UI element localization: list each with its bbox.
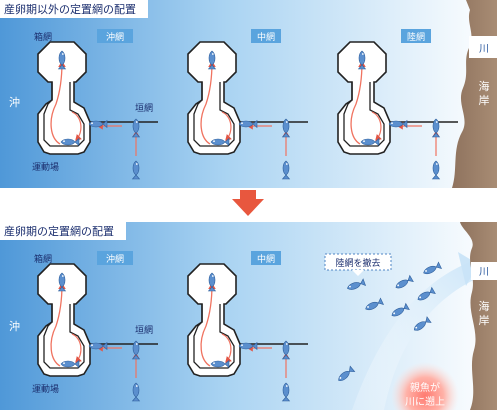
set-net-top-2 xyxy=(187,41,308,180)
bottom-net-1: 沖網 xyxy=(97,251,133,265)
top-title-box xyxy=(0,0,148,18)
bottom-net-label-1: 沖網 xyxy=(106,253,124,265)
set-net-top-1 xyxy=(37,41,158,180)
top-net-label-3: 陸網 xyxy=(407,31,425,43)
net-inner-wall xyxy=(43,304,85,369)
bottom-box-label: 箱網 xyxy=(34,253,52,265)
bottom-title: 産卵期の定置網の配置 xyxy=(4,224,114,238)
fish-route xyxy=(50,60,66,145)
fish-route xyxy=(371,111,382,141)
top-net-3: 陸網 xyxy=(401,29,431,43)
fish-route xyxy=(200,60,216,145)
bottom-sport-label: 運動場 xyxy=(32,383,59,395)
bottom-title-box xyxy=(0,222,126,240)
fish-route xyxy=(200,282,216,367)
removed-net-text: 陸網を撤去 xyxy=(335,257,380,269)
top-offshore-label: 沖 xyxy=(9,96,20,109)
top-box-label: 箱網 xyxy=(34,31,52,43)
fish-route xyxy=(71,333,82,363)
top-panel: 川 海 岸 産卵期以外の定置網の配置 沖 箱網 垣網 運動場 沖網 中網 陸網 xyxy=(0,0,497,188)
set-net-bottom-2 xyxy=(187,263,308,402)
top-wall-label: 垣網 xyxy=(135,102,153,114)
bottom-shore-label-1: 海 xyxy=(479,299,490,313)
net-inner-wall xyxy=(343,82,385,147)
bottom-wall-label: 垣網 xyxy=(135,324,153,336)
bottom-offshore-label: 沖 xyxy=(9,320,20,333)
fish-route xyxy=(221,333,232,363)
top-river-label: 川 xyxy=(479,44,489,55)
bottom-shore-label-2: 岸 xyxy=(479,314,490,327)
fish-route xyxy=(71,111,82,141)
removed-net-label: 陸網を撤去 xyxy=(324,253,392,276)
current-arrow-head xyxy=(458,252,478,286)
top-net-label-1: 沖網 xyxy=(106,31,124,43)
down-arrow-icon xyxy=(232,190,264,216)
top-title: 産卵期以外の定置網の配置 xyxy=(4,2,136,16)
river-current-arrow-icon xyxy=(352,262,482,410)
bottom-set-nets xyxy=(37,263,308,402)
net-inner-wall xyxy=(193,82,235,147)
parent-fish-line-2: 川に遡上 xyxy=(405,395,445,408)
net-inner-wall xyxy=(193,304,235,369)
top-sport-label: 運動場 xyxy=(32,161,59,173)
set-net-bottom-1 xyxy=(37,263,158,402)
fish-route xyxy=(50,282,66,367)
net-inner-wall xyxy=(43,82,85,147)
parent-fish-badge: 親魚が 川に遡上 xyxy=(391,362,459,410)
bottom-panel: 川 海 岸 産卵期の定置網の配置 沖 箱網 垣網 運動場 沖網 中網 陸網を撤去… xyxy=(0,222,497,410)
top-river-mouth xyxy=(469,36,497,58)
top-net-2: 中網 xyxy=(251,29,281,43)
bottom-river-mouth xyxy=(471,262,497,280)
top-set-nets xyxy=(37,41,458,180)
set-net-top-3 xyxy=(337,41,458,180)
bottom-net-label-2: 中網 xyxy=(257,253,275,265)
bottom-river-label: 川 xyxy=(479,267,489,278)
fish-route xyxy=(221,111,232,141)
fish-route xyxy=(350,60,366,145)
top-net-label-2: 中網 xyxy=(257,31,275,43)
top-net-1: 沖網 xyxy=(97,29,133,43)
parent-fish-line-1: 親魚が xyxy=(410,381,440,394)
top-shore-label-1: 海 xyxy=(479,79,490,93)
top-shore-label-2: 岸 xyxy=(479,94,490,107)
bottom-net-2: 中網 xyxy=(251,251,281,265)
